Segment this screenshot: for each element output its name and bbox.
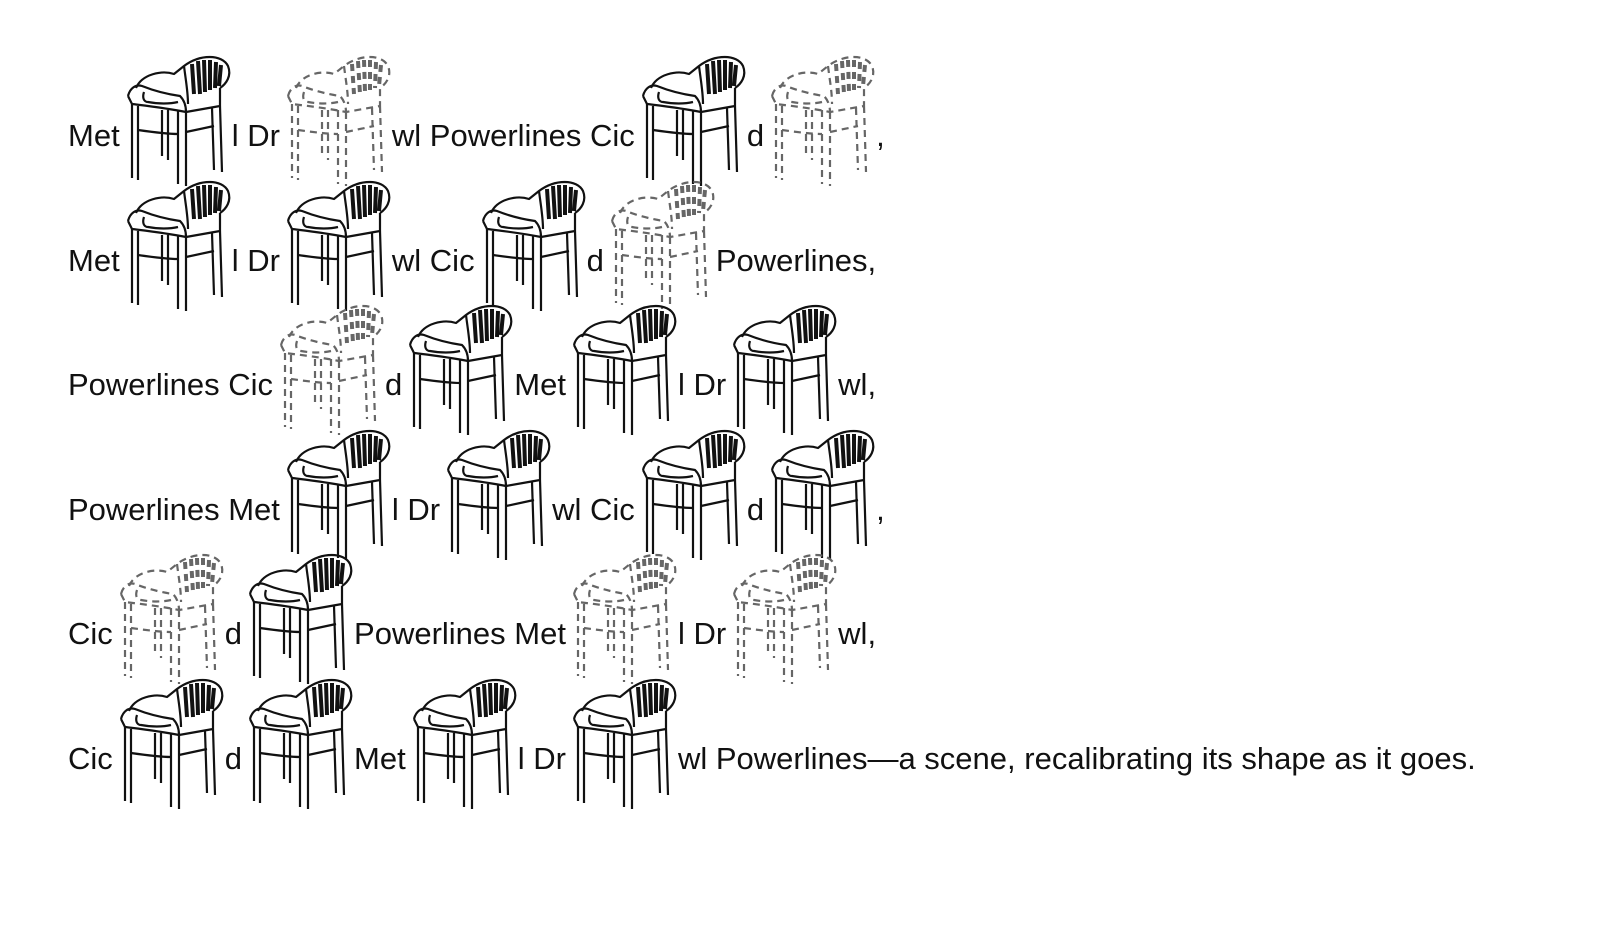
faded-chair-icon [606,177,715,317]
poem-text: Met [68,118,120,153]
chair-icon [442,426,551,566]
poem-text: Met [354,740,406,776]
poem-text: wl, [838,367,877,402]
chair-icon [282,177,391,317]
faded-chair-icon [568,550,677,690]
faded-chair-icon [275,301,384,441]
poem-line: Cic d Powerlines Met l Dr wl, [68,553,1476,684]
chair-icon [637,52,746,192]
poem-line: Met l Dr wl Cic d Powerlines, [68,180,1476,311]
poem-text: wl, [838,616,877,651]
poem-text: Met [514,367,566,402]
poem-text: d [224,740,243,776]
chair-icon [568,301,677,441]
faded-chair-icon [728,550,837,690]
chair-icon [477,177,585,317]
poem-text: d [746,118,765,153]
poem-line: Cic d Met l Dr wl Powerlines—a scene, re… [68,678,1476,809]
poem-text: l Dr [677,367,727,402]
poem-text: l Dr [231,242,280,278]
poem-text: l Dr [517,740,566,776]
poem: Met l Dr wl Powerlines Cic d ,Met [68,55,1476,809]
poem-text: d [586,242,604,278]
chair-icon [728,301,837,441]
chair-icon [637,426,746,566]
chair-icon [568,675,677,815]
chair-icon [766,426,875,566]
chair-icon [244,550,353,690]
poem-line: Powerlines Met l Dr wl Cic d , [68,429,1476,560]
chair-icon [282,426,391,566]
poem-text: Powerlines Met [354,616,566,651]
faded-chair-icon [282,52,391,192]
poem-text: wl Powerlines Cic [391,118,635,153]
poem-text: Met [68,242,120,278]
chair-icon [115,675,224,815]
poem-text: d [224,616,243,651]
faded-chair-icon [766,52,875,192]
poem-line: Met l Dr wl Powerlines Cic d , [68,55,1476,186]
faded-chair-icon [115,550,224,690]
poem-text: wl Powerlines—a scene, recalibrating its… [677,740,1476,776]
poem-text: l Dr [677,616,727,651]
chair-icon [244,675,353,815]
chair-icon [404,301,513,441]
poem-text: , [876,491,885,527]
poem-text: l Dr [391,491,441,527]
poem-text: Powerlines, [715,242,877,278]
poem-text: wl Cic [391,242,475,278]
chair-icon [408,675,517,815]
poem-text: d [746,491,765,527]
poem-text: d [385,367,403,402]
poem-text: l Dr [231,118,280,153]
poem-text: Cic [68,740,113,776]
poem-text: Powerlines Met [68,491,280,527]
poem-text: Powerlines Cic [68,367,274,402]
chair-icon [122,177,231,317]
poem-text: , [876,118,885,153]
poem-line: Powerlines Cic d Met l Dr wl, [68,304,1476,435]
chair-icon [122,52,231,192]
poem-text: wl Cic [552,491,635,527]
poem-text: Cic [68,616,113,651]
